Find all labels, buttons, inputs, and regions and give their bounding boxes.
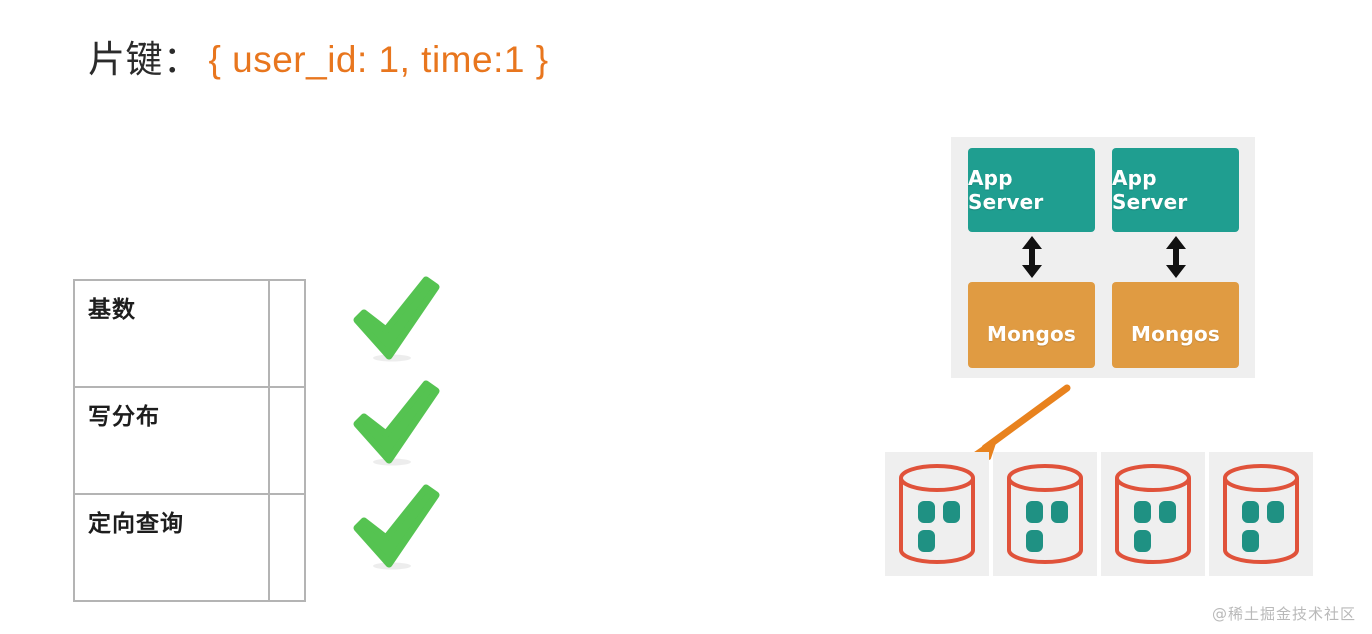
criteria-label-cell: 写分布 [73, 386, 270, 495]
mongos-label: Mongos [986, 322, 1077, 346]
mongos-label: Mongos [1130, 322, 1221, 346]
table-row: 基数 [73, 279, 306, 388]
green-check-icon [353, 484, 440, 570]
green-check-icon [353, 276, 440, 362]
page-title: 片键：{ user_id: 1, time:1 } [88, 36, 549, 84]
shard-tile [1209, 452, 1313, 576]
mongos-box: Mongos [968, 282, 1095, 368]
double-arrow-vertical-icon [1166, 236, 1186, 278]
page-title-label: 片键： [88, 39, 201, 80]
architecture-column-2: App Server Mongos [1112, 148, 1239, 368]
table-row: 定向查询 [73, 493, 306, 602]
criteria-mark-cell [268, 279, 306, 388]
database-cylinder-icon [1115, 464, 1191, 564]
app-server-label: App Server [1112, 166, 1188, 214]
page-title-value: { user_id: 1, time:1 } [208, 39, 549, 80]
criteria-check-column [348, 272, 444, 584]
double-arrow-vertical-icon [1022, 236, 1042, 278]
criteria-label-cell: 基数 [73, 279, 270, 388]
app-server-box: App Server [968, 148, 1095, 232]
shard-tile [993, 452, 1097, 576]
criteria-check-row-3 [348, 480, 444, 584]
criteria-mark-cell [268, 493, 306, 602]
criteria-table: 基数 写分布 定向查询 [73, 279, 306, 602]
criteria-check-row-2 [348, 376, 444, 480]
app-server-label: App Server [968, 166, 1044, 214]
app-server-box: App Server [1112, 148, 1239, 232]
database-cylinder-icon [1223, 464, 1299, 564]
architecture-panel: App Server Mongos App Server Mongos [951, 137, 1255, 378]
criteria-mark-cell [268, 386, 306, 495]
green-check-icon [353, 380, 440, 466]
shard-tile [1101, 452, 1205, 576]
watermark: @稀土掘金技术社区 [1211, 605, 1356, 623]
table-row: 写分布 [73, 386, 306, 495]
mongos-box: Mongos [1112, 282, 1239, 368]
database-cylinder-icon [899, 464, 975, 564]
shard-tile [885, 452, 989, 576]
database-cylinder-icon [1007, 464, 1083, 564]
criteria-check-row-1 [348, 272, 444, 376]
criteria-label-cell: 定向查询 [73, 493, 270, 602]
shard-row [885, 452, 1313, 576]
architecture-column-1: App Server Mongos [968, 148, 1095, 368]
